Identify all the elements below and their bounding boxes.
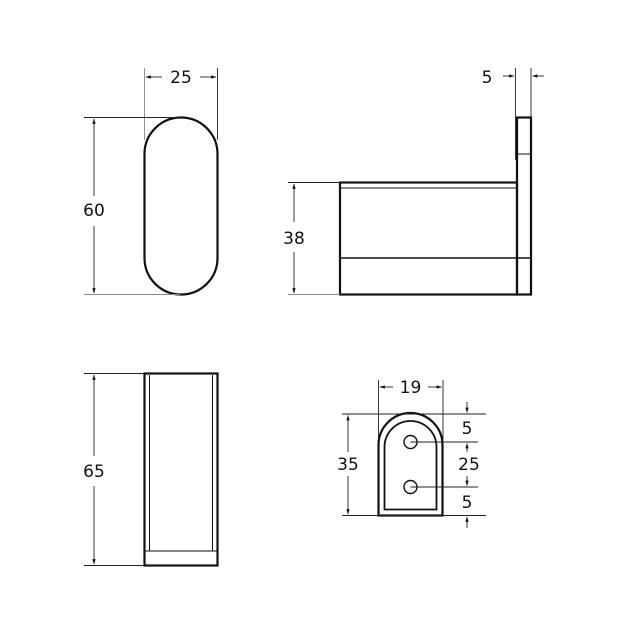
dim-hole-spacing-25: 25 [458, 455, 480, 475]
dim-top-offset-5: 5 [462, 419, 473, 439]
dim-bottom-offset-5: 5 [462, 493, 473, 513]
plate-outer [377, 411, 444, 517]
arm-body [338, 181, 519, 296]
dim-length-65: 65 [83, 462, 105, 482]
front-view: 25 60 [83, 68, 219, 296]
dim-thickness-5: 5 [482, 68, 493, 88]
plate-inner [383, 420, 438, 511]
wall-plate [515, 116, 533, 296]
back-plate-view: 19 35 5 25 5 [337, 378, 486, 528]
top-outline [143, 372, 219, 567]
dim-height-60: 60 [83, 201, 105, 221]
dim-width-25: 25 [170, 68, 192, 88]
oval-outline [143, 116, 219, 296]
dim-height-38: 38 [283, 229, 305, 249]
dim-width-19: 19 [400, 378, 422, 398]
dim-height-35: 35 [337, 455, 359, 475]
side-view: 38 5 [283, 68, 544, 296]
top-view: 65 [83, 372, 219, 567]
